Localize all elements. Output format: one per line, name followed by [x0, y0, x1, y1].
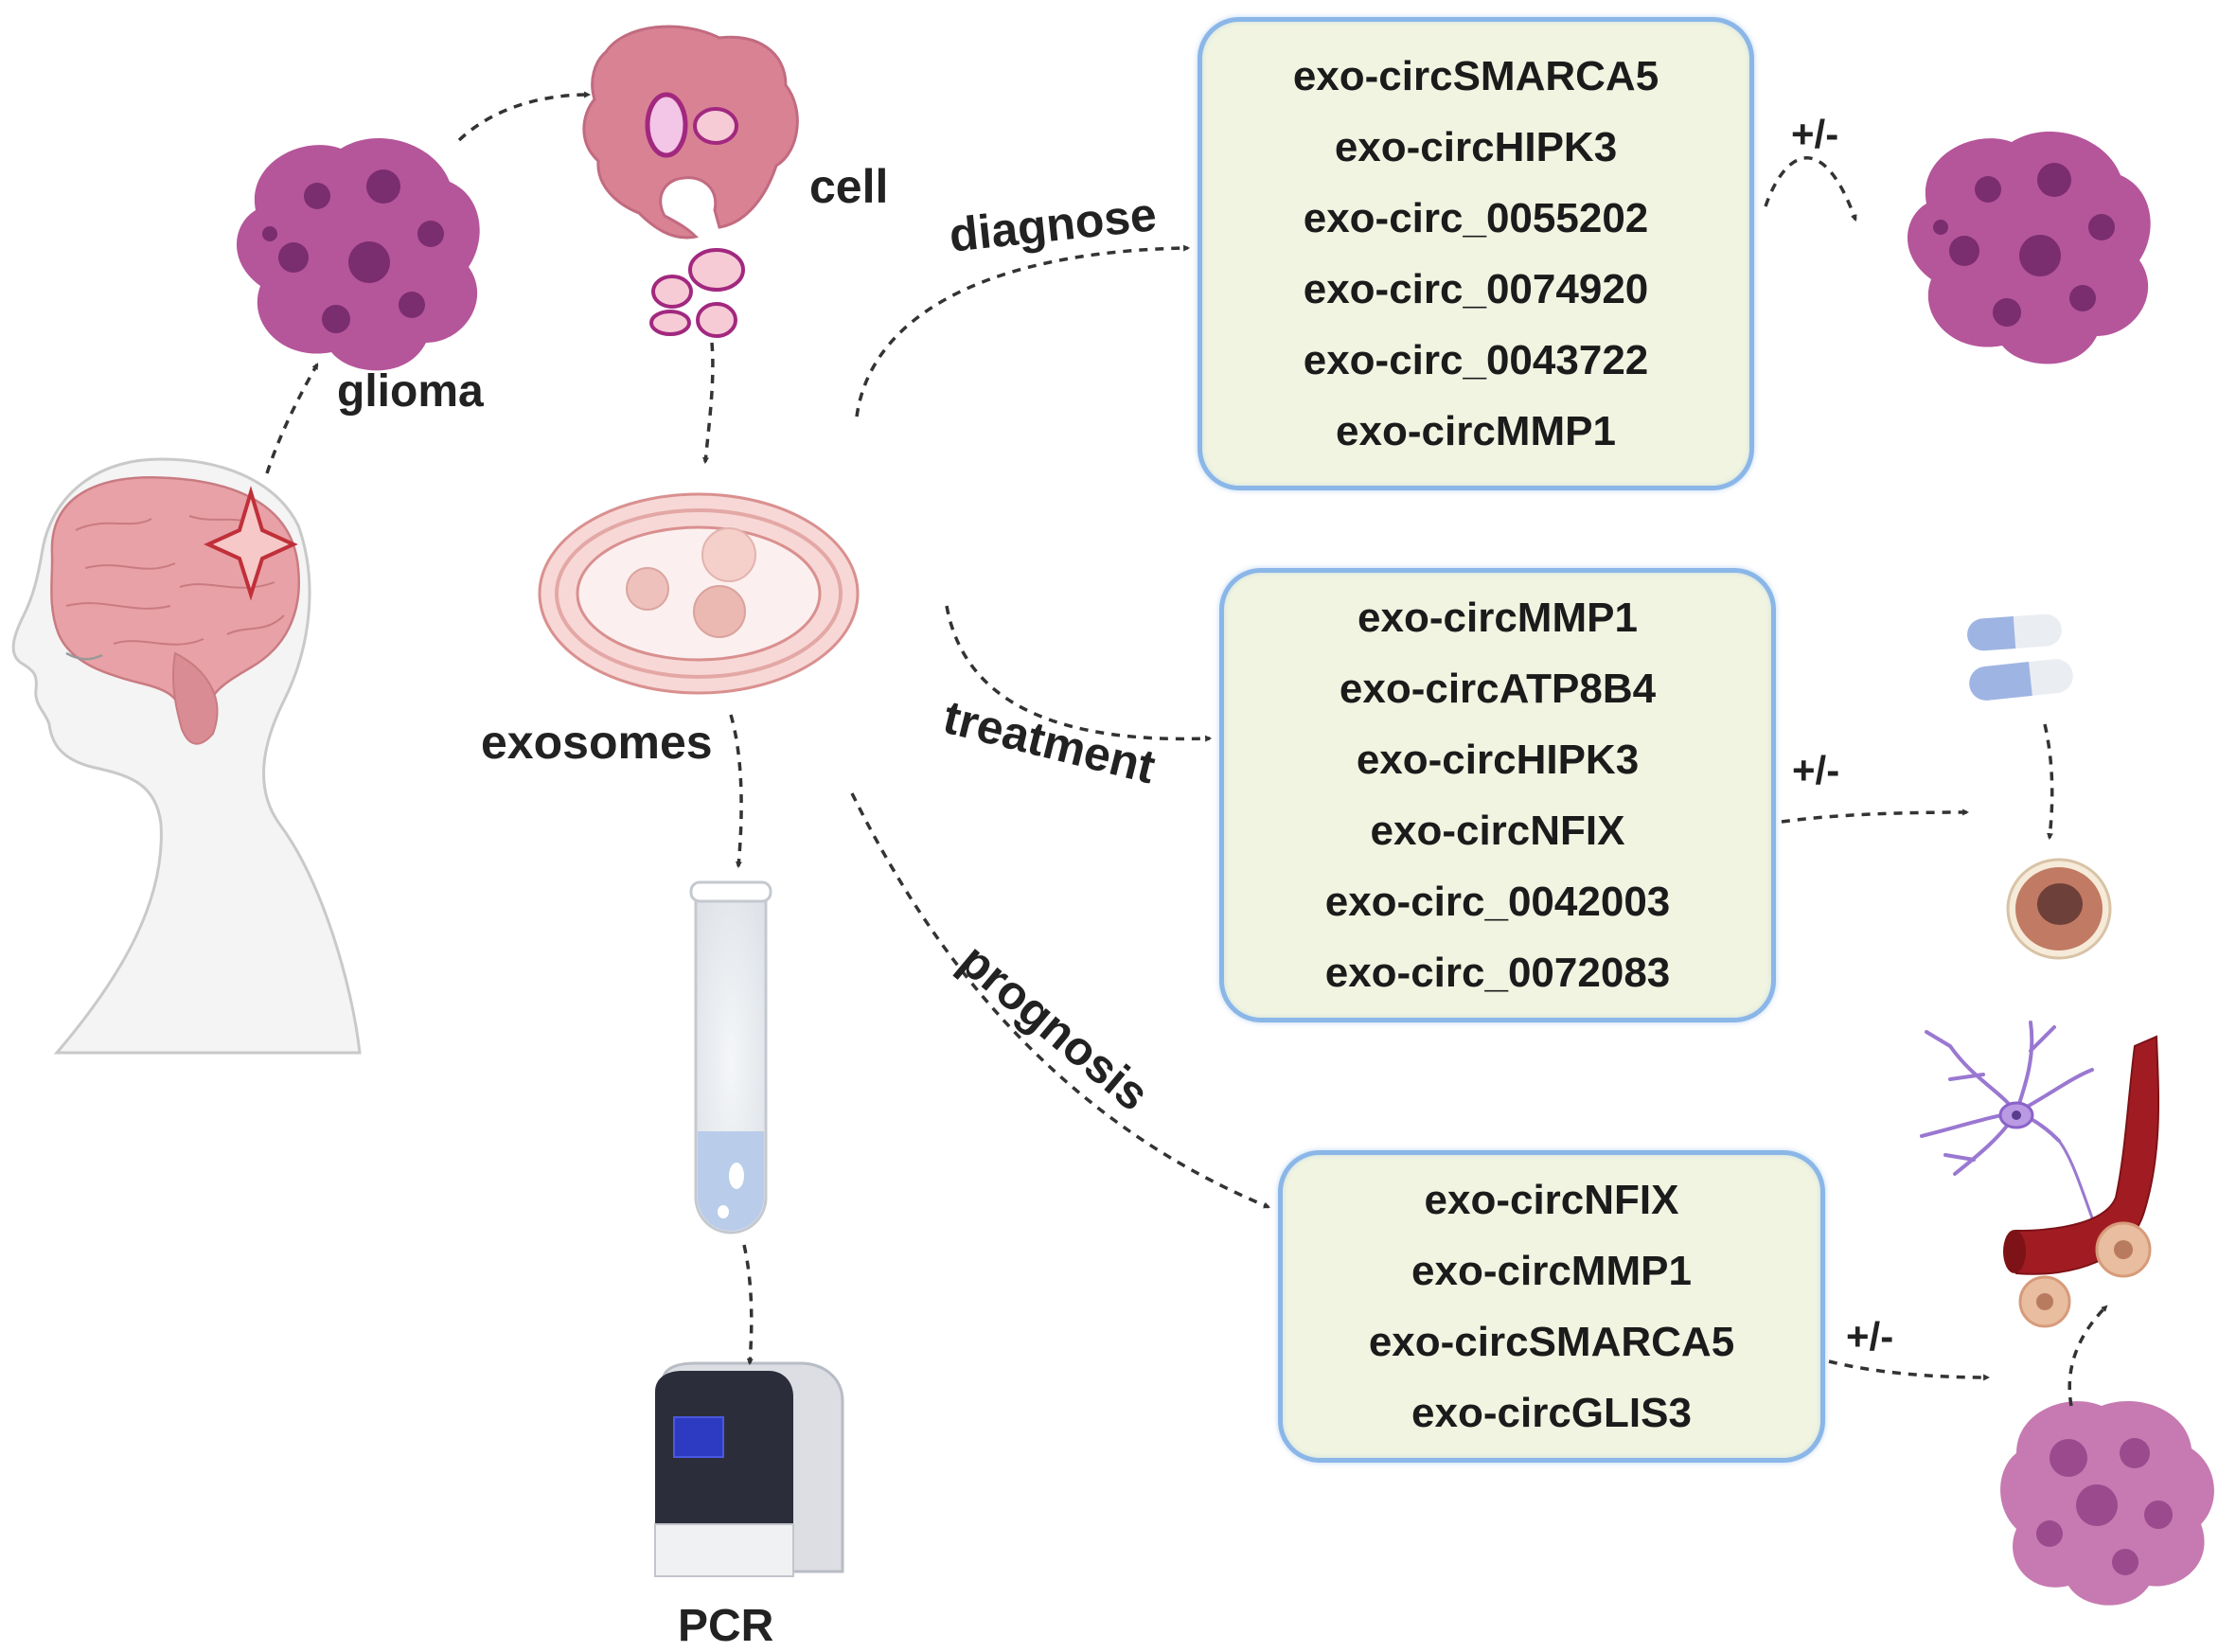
list-item: exo-circMMP1	[1411, 1248, 1692, 1294]
arrow-pills-to-cell	[2043, 723, 2054, 841]
list-item: exo-circNFIX	[1370, 808, 1625, 854]
arrow-effect-diagnose	[1764, 156, 1857, 222]
effect-prognosis-label: +/-	[1846, 1314, 1894, 1359]
list-item: exo-circHIPK3	[1334, 124, 1618, 170]
list-item: exo-circ_0042003	[1324, 879, 1671, 925]
tumor-cluster-icon	[2000, 1401, 2214, 1606]
arrow-prognosis	[850, 792, 1270, 1209]
list-item: exo-circMMP1	[1336, 408, 1616, 454]
arrow-tumor-to-vessel	[2067, 1305, 2108, 1407]
prognosis-box: exo-circNFIX exo-circMMP1 exo-circSMARCA…	[1278, 1150, 1825, 1463]
list-item: exo-circ_0055202	[1303, 195, 1649, 241]
arrow-effect-treatment	[1781, 808, 1970, 824]
target-cell-icon	[2006, 858, 2112, 960]
list-item: exo-circ_0074920	[1303, 266, 1649, 312]
list-item: exo-circMMP1	[1358, 595, 1638, 641]
list-item: exo-circGLIS3	[1411, 1390, 1692, 1436]
tumor-icon	[1908, 131, 2151, 364]
arrow-treatment	[945, 605, 1213, 742]
glioma-tumor-icon	[237, 137, 480, 371]
pcr-machine-icon	[654, 1361, 844, 1577]
exosomes-label: exosomes	[481, 716, 713, 769]
arrow-effect-prognosis	[1828, 1359, 1991, 1381]
pills-icon	[1967, 613, 2073, 701]
list-item: exo-circSMARCA5	[1368, 1319, 1735, 1365]
arrow-head-to-glioma	[265, 363, 319, 474]
list-item: exo-circNFIX	[1424, 1177, 1679, 1223]
list-item: exo-circATP8B4	[1339, 666, 1657, 712]
arrow-tube-to-pcr	[742, 1244, 754, 1366]
vesicles-icon	[649, 248, 745, 338]
arrow-glioma-to-cell	[457, 91, 592, 142]
list-item: exo-circSMARCA5	[1292, 53, 1659, 99]
pcr-label: PCR	[678, 1601, 774, 1651]
effect-treatment-label: +/-	[1792, 748, 1840, 792]
list-item: exo-circ_0043722	[1303, 337, 1649, 383]
human-head-icon	[11, 457, 362, 1055]
arrow-vesicles-to-exosome	[702, 342, 715, 465]
arrow-exosome-to-tube	[729, 714, 743, 869]
test-tube-icon	[689, 880, 772, 1235]
treatment-box: exo-circMMP1 exo-circATP8B4 exo-circHIPK…	[1219, 568, 1776, 1022]
neuron-vessel-icon	[1920, 1021, 2160, 1328]
cell-label: cell	[809, 160, 889, 213]
effect-diagnose-label: +/-	[1791, 112, 1839, 156]
list-item: exo-circ_0072083	[1324, 950, 1671, 996]
list-item: exo-circHIPK3	[1356, 737, 1640, 783]
arrow-diagnose	[855, 244, 1191, 417]
cell-icon	[582, 25, 799, 240]
diagnose-box: exo-circSMARCA5 exo-circHIPK3 exo-circ_0…	[1198, 17, 1754, 490]
star-marker-icon	[204, 486, 298, 601]
exosome-icon	[538, 492, 860, 695]
glioma-label: glioma	[337, 366, 484, 417]
